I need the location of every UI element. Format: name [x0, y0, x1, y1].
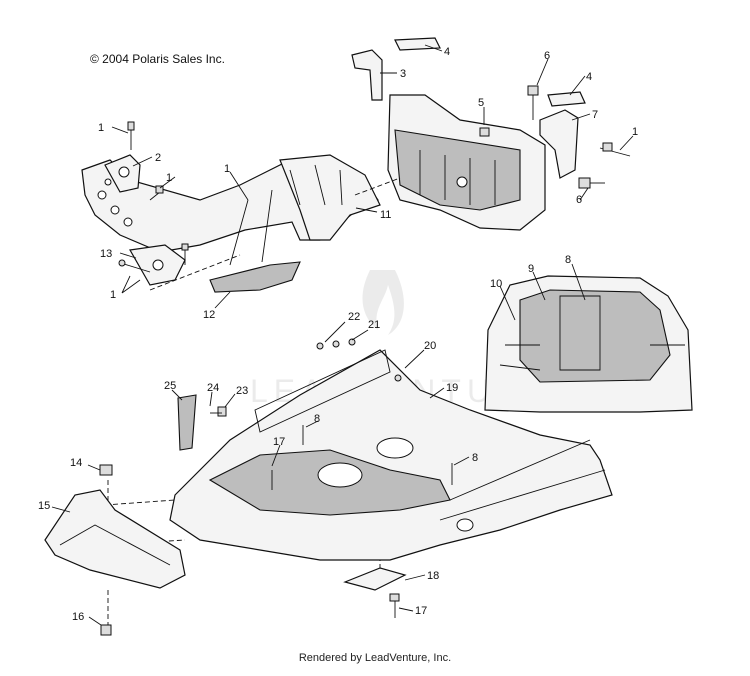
callout-8: 8 [314, 413, 320, 425]
callout-10: 10 [490, 278, 502, 290]
callout-13: 13 [100, 248, 112, 260]
callout-11: 11 [380, 209, 391, 221]
front-frame-assembly [81, 154, 381, 293]
callout-17: 17 [415, 605, 427, 617]
callout-25: 25 [164, 380, 176, 392]
callout-12: 12 [203, 309, 215, 321]
callout-22: 22 [348, 311, 360, 323]
callout-24: 24 [207, 382, 219, 394]
callout-8: 8 [472, 452, 478, 464]
callout-21: 21 [368, 319, 380, 331]
callout-9: 9 [528, 263, 534, 275]
callout-19: 19 [446, 382, 458, 394]
callout-16: 16 [72, 611, 84, 623]
hood-assembly [44, 338, 613, 636]
callout-1: 1 [224, 163, 230, 175]
callout-4: 4 [444, 46, 450, 58]
callout-23: 23 [236, 385, 248, 397]
callout-labels: 1 1 1 1 1 2 3 4 4 5 6 6 7 8 8 8 9 10 11 … [38, 46, 638, 623]
callout-15: 15 [38, 500, 50, 512]
callout-6: 6 [576, 194, 582, 206]
callout-6: 6 [544, 50, 550, 62]
callout-3: 3 [400, 68, 406, 80]
callout-8: 8 [565, 254, 571, 266]
rear-tunnel-view [484, 275, 693, 413]
footer-credit: Rendered by LeadVenture, Inc. [298, 652, 452, 664]
rear-bulkhead [351, 37, 586, 231]
callout-5: 5 [478, 97, 484, 109]
callout-4: 4 [586, 71, 592, 83]
callout-20: 20 [424, 340, 436, 352]
callout-2: 2 [155, 152, 161, 164]
callout-1: 1 [166, 172, 172, 184]
callout-1: 1 [632, 126, 638, 138]
bolts [118, 85, 631, 273]
callout-1: 1 [110, 289, 116, 301]
callout-18: 18 [427, 570, 439, 582]
callout-17: 17 [273, 436, 285, 448]
leader-lines [51, 44, 634, 626]
callout-7: 7 [592, 109, 598, 121]
callout-14: 14 [70, 457, 82, 469]
callout-1: 1 [98, 122, 104, 134]
copyright-notice: © 2004 Polaris Sales Inc. [90, 52, 225, 66]
